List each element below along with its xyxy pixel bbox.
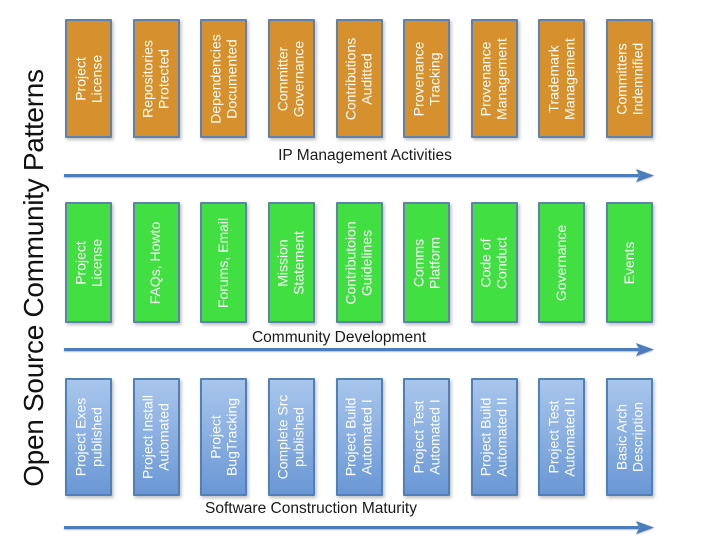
pattern-box-label: Project Test Automated I: [409, 399, 442, 475]
community-development-label: Community Development: [251, 329, 427, 346]
pattern-box-label: Project Install Automated: [139, 394, 172, 480]
community-development-row: Project License FAQs, Howto Forums, Emai…: [65, 202, 653, 323]
page-title: Open Source Community Patterns: [18, 69, 49, 487]
pattern-box: Committers Indemnified: [606, 19, 653, 138]
pattern-box: Project Test Automated II: [538, 378, 586, 496]
pattern-box: Project Build Automated I: [335, 378, 383, 496]
pattern-box-label: Project Build Automated I: [342, 397, 374, 477]
pattern-box: Project Build Automated II: [470, 378, 518, 496]
ip-management-row: Project License Repositories Protected D…: [65, 19, 653, 138]
pattern-box: Project Test Automated I: [403, 378, 451, 496]
pattern-box-label: Code of Conduct: [477, 236, 510, 289]
pattern-box: Governance: [538, 202, 586, 323]
pattern-box: Dependencies Documented: [200, 19, 248, 138]
pattern-box-label: Committers Indemnified: [612, 42, 645, 115]
pattern-box-label: Events: [620, 241, 637, 284]
pattern-box: Project License: [65, 19, 112, 138]
pattern-box: Code of Conduct: [470, 202, 518, 323]
pattern-box: Trademark Management: [538, 19, 586, 138]
pattern-box-label: Repositories Protected: [139, 39, 172, 118]
pattern-box-label: Project Exes published: [71, 397, 104, 477]
pattern-box: Mission Statement: [267, 202, 315, 323]
pattern-box: Provenance Tracking: [403, 19, 451, 138]
pattern-box-label: Provenance Tracking: [409, 41, 442, 116]
pattern-box-label: Basic Arch Description: [612, 401, 645, 473]
pattern-box: Contributions Auditted: [335, 19, 383, 138]
pattern-box-label: Complete Src published: [274, 394, 307, 480]
right-arrow: [64, 168, 654, 182]
pattern-box-label: Project License: [71, 54, 104, 103]
pattern-box-label: Dependencies Documented: [207, 33, 239, 124]
pattern-box-label: Comms Platform: [409, 236, 442, 289]
pattern-box-label: Provenance Management: [477, 37, 510, 120]
right-arrow: [64, 342, 654, 356]
pattern-box: Committer Governance: [267, 19, 315, 138]
pattern-box: Provenance Management: [470, 19, 518, 138]
software-construction-row: Project Exes published Project Install A…: [65, 378, 653, 496]
pattern-box: FAQs, Howto: [132, 202, 180, 323]
pattern-box-label: Project Test Automated II: [545, 397, 577, 477]
pattern-box: Project Install Automated: [132, 378, 180, 496]
ip-management-label: IP Management Activities: [278, 147, 452, 164]
pattern-box-label: Governance: [553, 224, 570, 301]
pattern-box-label: Project Build Automated II: [477, 397, 510, 477]
pattern-box: Project License: [65, 202, 112, 323]
pattern-box: Project BugTracking: [200, 378, 248, 496]
pattern-box: Comms Platform: [403, 202, 451, 323]
pattern-box: Repositories Protected: [132, 19, 180, 138]
pattern-box-label: Contributoion Guidelines: [342, 220, 374, 305]
software-construction-label: Software Construction Maturity: [205, 500, 417, 517]
pattern-box: Project Exes published: [65, 378, 112, 496]
pattern-box-label: FAQs, Howto: [147, 221, 164, 304]
pattern-box: Complete Src published: [267, 378, 315, 496]
pattern-box-label: Mission Statement: [274, 230, 307, 295]
pattern-box-label: Committer Governance: [274, 40, 307, 117]
pattern-box: Basic Arch Description: [606, 378, 653, 496]
pattern-box-label: Project License: [71, 238, 104, 287]
pattern-box-label: Forums, Email: [214, 217, 231, 308]
pattern-box-label: Trademark Management: [545, 37, 577, 120]
pattern-box-label: Contributions Auditted: [342, 37, 374, 120]
pattern-box: Events: [606, 202, 653, 323]
pattern-box-label: Project BugTracking: [207, 397, 239, 477]
pattern-box: Contributoion Guidelines: [335, 202, 383, 323]
pattern-box: Forums, Email: [200, 202, 248, 323]
right-arrow: [64, 520, 654, 534]
